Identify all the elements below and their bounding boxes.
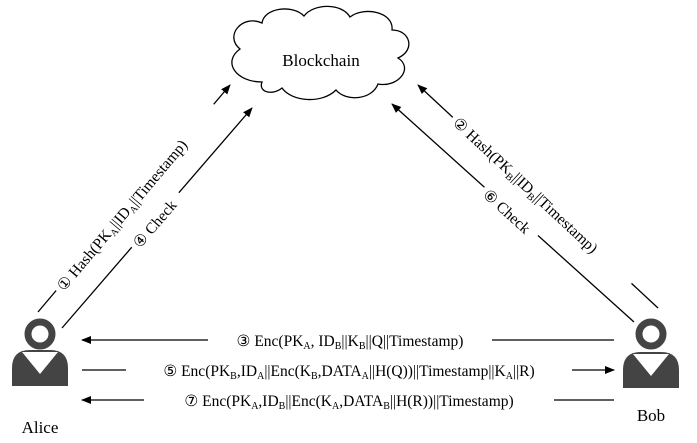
bob-label: Bob bbox=[637, 406, 665, 425]
message-1-label: ① Hash(PKA||IDA||Timestamp) bbox=[49, 99, 223, 299]
blockchain-cloud bbox=[231, 5, 410, 101]
message-2-label: ② Hash(PKB||IDB||Timestamp) bbox=[445, 110, 639, 292]
message-3-label: ③ Enc(PKA, IDB||KB||Q||Timestamp) bbox=[237, 333, 464, 352]
blockchain-label: Blockchain bbox=[282, 51, 360, 70]
alice-label: Alice bbox=[22, 418, 59, 437]
message-7-label: ⑦ Enc(PKA,IDB||Enc(KA,DATAB||H(R))||Time… bbox=[184, 393, 513, 412]
message-5-label: ⑤ Enc(PKB,IDA||Enc(KB,DATAA||H(Q))||Time… bbox=[163, 363, 534, 382]
alice-user-icon bbox=[12, 318, 68, 386]
bob-user-icon bbox=[623, 318, 679, 388]
